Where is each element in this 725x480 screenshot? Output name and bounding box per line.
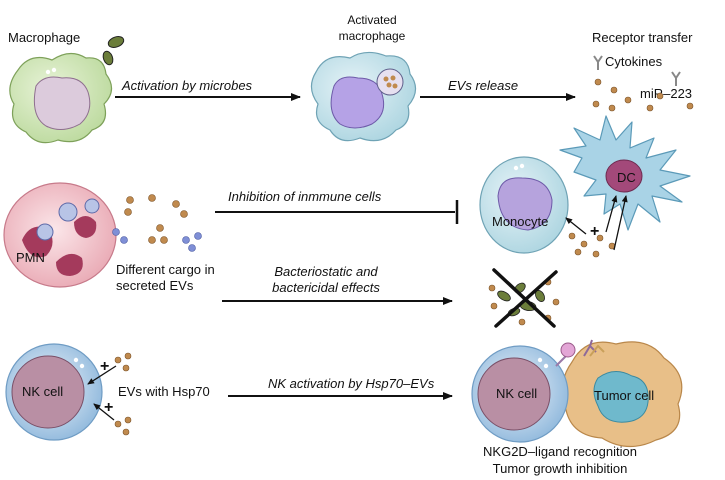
plus-sign-dc: + <box>590 223 599 240</box>
cytokines-label: Cytokines <box>605 54 663 69</box>
microbe-icon <box>102 36 125 66</box>
evs-release-label: EVs release <box>448 78 518 93</box>
plus-sign-1: + <box>100 358 109 375</box>
plus-sign-2: + <box>104 399 113 416</box>
dc-label: DC <box>617 170 636 185</box>
nk-cell-right <box>471 345 569 443</box>
signal-evs <box>568 232 616 258</box>
nk-cell-right-label: NK cell <box>496 386 537 401</box>
macrophage-label: Macrophage <box>8 30 80 45</box>
nkg2d-label: NKG2D–ligand recognition <box>483 444 637 459</box>
monocyte-label: Monocyte <box>492 214 548 229</box>
nk-activation-label: NK activation by Hsp70–EVs <box>268 376 435 391</box>
released-evs <box>592 78 694 112</box>
cargo-label-2: secreted EVs <box>116 278 194 293</box>
cargo-evs <box>112 194 202 252</box>
inhibition-label: Inhibition of inmmune cells <box>228 189 382 204</box>
bacterio-label-2: bactericidal effects <box>272 280 380 295</box>
nk-cell-label: NK cell <box>22 384 63 399</box>
monocyte-arrow <box>565 217 587 235</box>
tumor-inhibition-label: Tumor growth inhibition <box>493 461 628 476</box>
pmn-label: PMN <box>16 250 45 265</box>
dc-arrow-2 <box>613 195 628 251</box>
monocyte-cell <box>479 156 569 254</box>
dc-arrow <box>605 195 618 233</box>
activated-macrophage-cell <box>310 51 417 142</box>
activated-label-2: macrophage <box>339 29 406 43</box>
cargo-label-1: Different cargo in <box>116 262 215 277</box>
hsp70-arrow-2 <box>93 403 115 421</box>
macrophage-cell <box>9 52 113 144</box>
mir223-label: miR–223 <box>640 86 692 101</box>
activated-label-1: Activated <box>347 13 396 27</box>
evs-hsp70-label: EVs with Hsp70 <box>118 384 210 399</box>
nkg2d-receptor-icon <box>555 339 605 367</box>
bacterio-label-1: Bacteriostatic and <box>274 264 378 279</box>
hsp70-evs <box>114 352 132 436</box>
cross-icon <box>492 268 558 328</box>
dendritic-cell <box>559 115 691 231</box>
pmn-cell <box>3 182 117 288</box>
activation-label: Activation by microbes <box>121 78 253 93</box>
nk-cell-left <box>5 343 103 441</box>
hsp70-arrow-1 <box>87 365 117 385</box>
tumor-cell <box>561 341 683 448</box>
tumor-cell-label: Tumor cell <box>594 388 654 403</box>
receptor-transfer-label: Receptor transfer <box>592 30 693 45</box>
receptor-icon <box>593 55 681 86</box>
